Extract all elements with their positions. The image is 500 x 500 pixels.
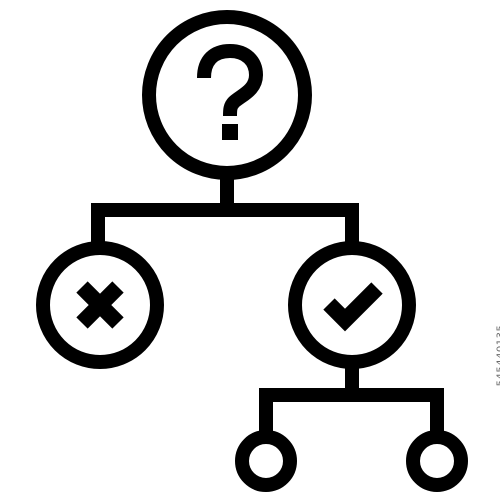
bottom-branch-line	[259, 388, 444, 437]
checkmark-icon	[323, 282, 383, 332]
question-mark-icon	[197, 43, 264, 117]
top-branch-line	[91, 203, 359, 245]
reject-node-circle	[36, 241, 164, 369]
question-node-circle	[142, 10, 312, 180]
leaf-node-right-circle	[406, 430, 468, 492]
leaf-node-left-circle	[235, 430, 297, 492]
stock-id-watermark: 545440135	[495, 324, 500, 387]
question-dot	[222, 124, 238, 140]
cross-icon	[76, 281, 124, 329]
